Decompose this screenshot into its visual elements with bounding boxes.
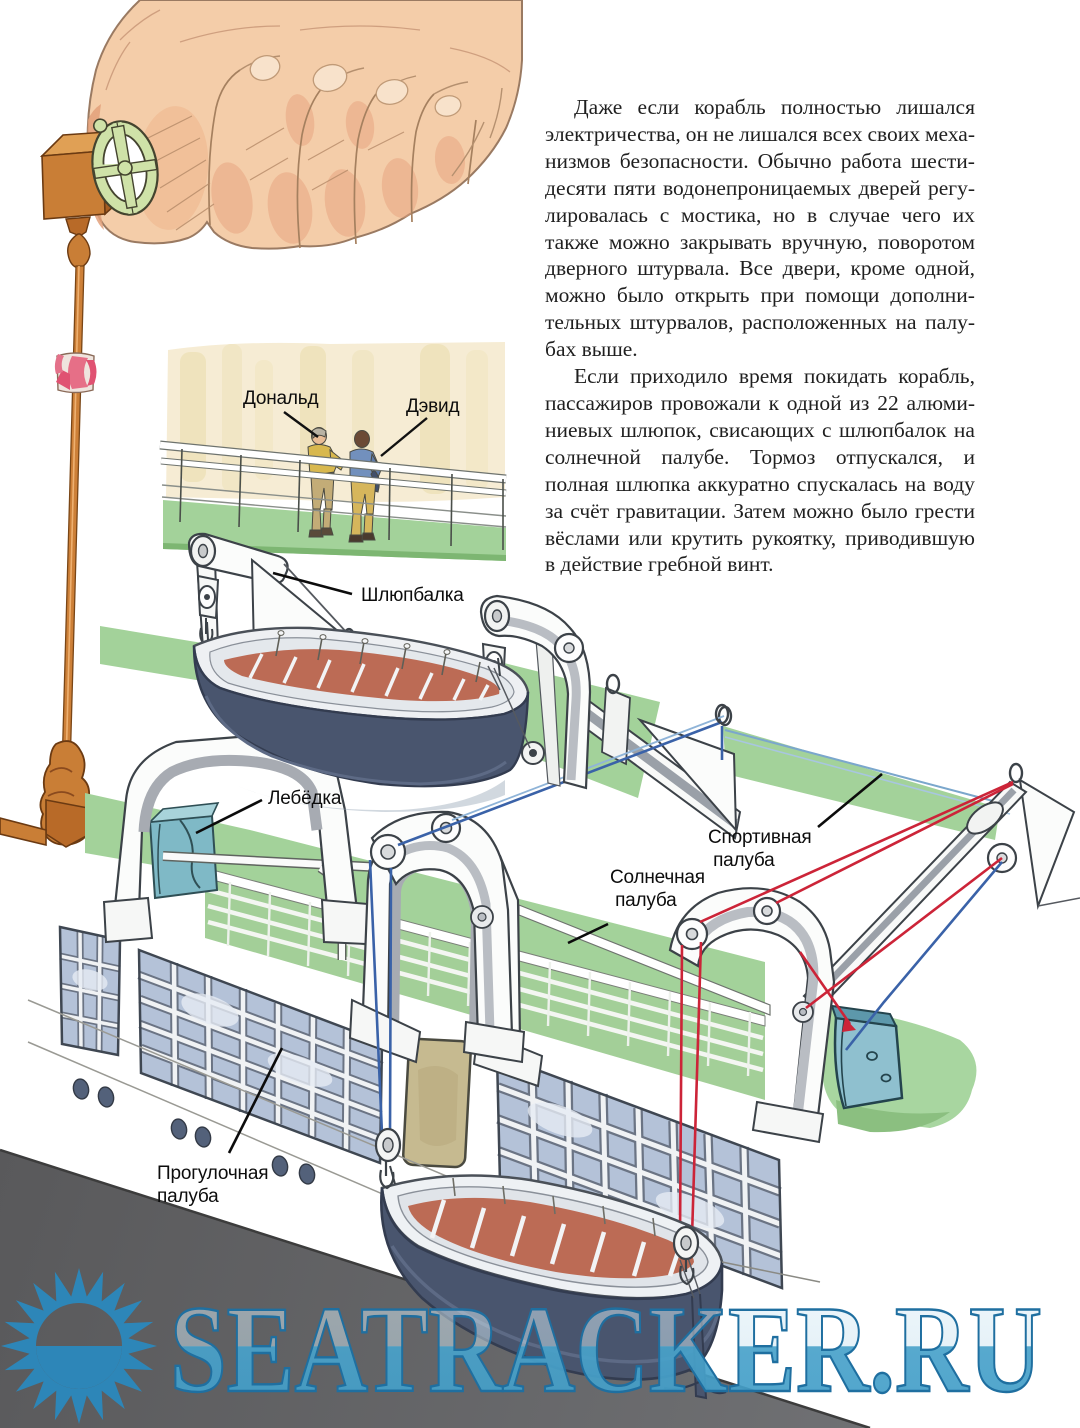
svg-text:SEATRACKER.RU: SEATRACKER.RU [170, 1281, 1042, 1418]
